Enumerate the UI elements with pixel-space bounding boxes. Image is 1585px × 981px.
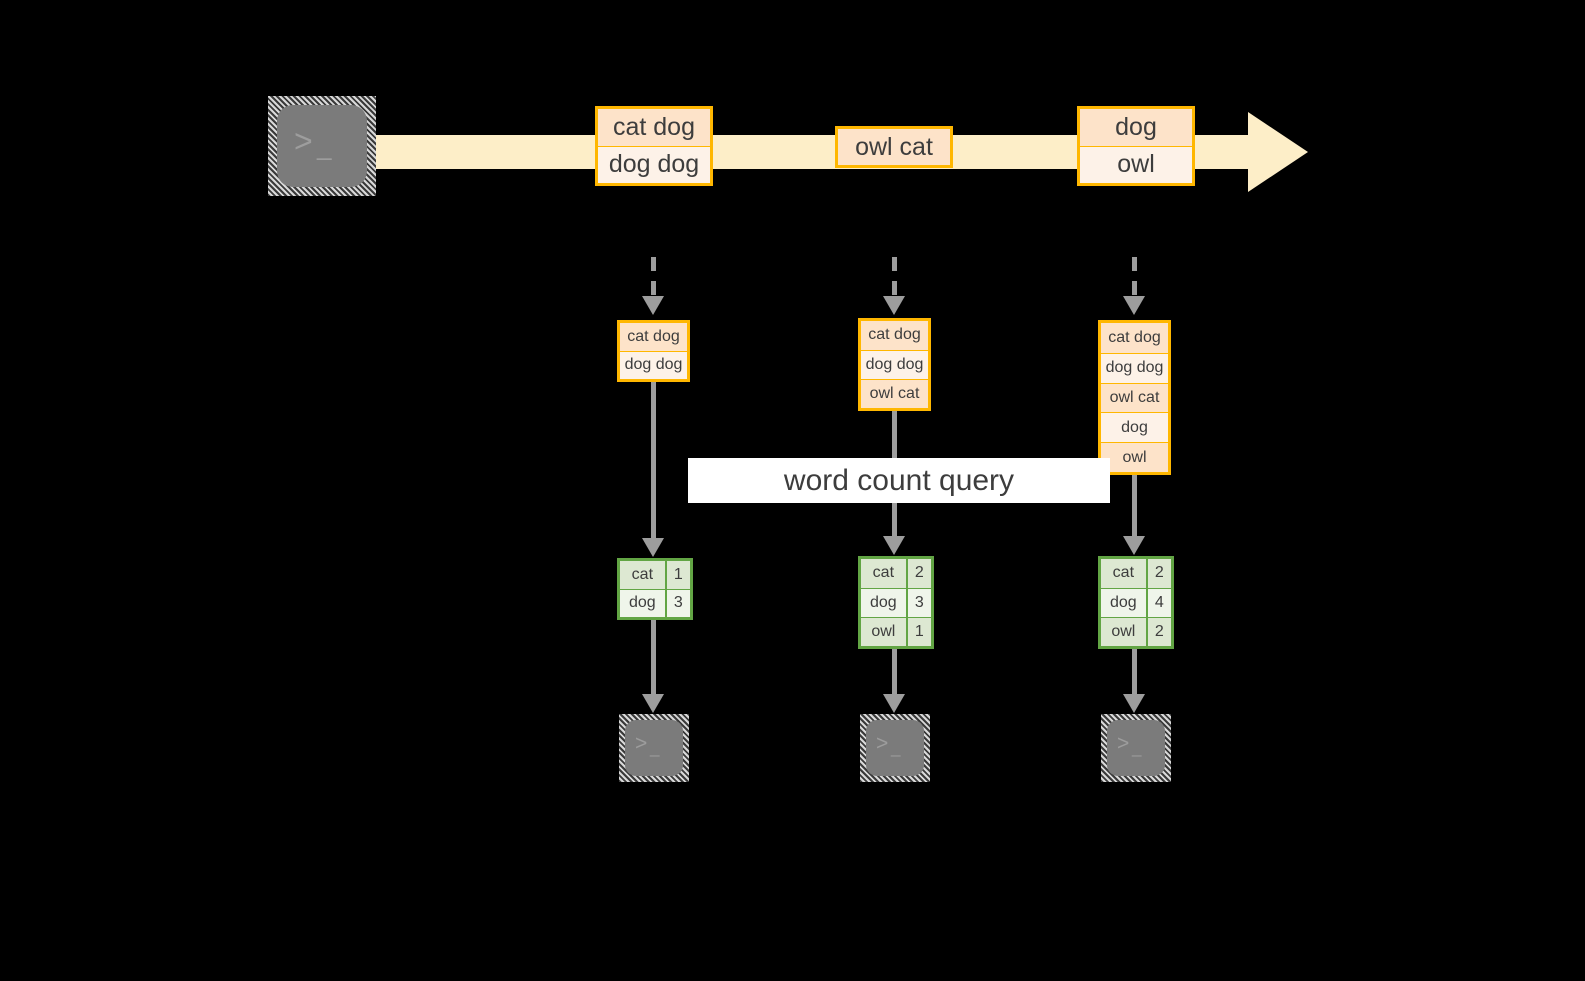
terminal-cursor-glyph: _	[1132, 738, 1142, 757]
sink-arrow-line-stage-3	[1132, 649, 1137, 696]
dashed-arrow-head-stage-2	[883, 296, 905, 315]
terminal-screen: > _	[277, 105, 367, 187]
sink-arrow-head-stage-3	[1123, 694, 1145, 713]
source-terminal-icon: > _	[268, 96, 376, 196]
input-row: cat dog	[1101, 323, 1168, 353]
dashed-arrow-line-stage-2	[892, 257, 897, 299]
stream-record-2[interactable]: owl cat	[835, 126, 953, 168]
sink-arrow-head-stage-2	[883, 694, 905, 713]
input-row: owl cat	[1101, 382, 1168, 413]
result-word: owl	[1101, 617, 1146, 646]
terminal-prompt-glyph: >	[635, 732, 648, 755]
query-arrow-head-stage-2	[883, 536, 905, 555]
query-arrow-line-stage-1	[651, 382, 656, 540]
table-row: cat 2	[861, 559, 931, 588]
query-label-text: word count query	[783, 463, 1015, 497]
result-word: owl	[861, 617, 906, 646]
sink-arrow-head-stage-1	[642, 694, 664, 713]
dashed-arrow-head-stage-1	[642, 296, 664, 315]
input-row: cat dog	[620, 323, 687, 351]
result-word: dog	[1101, 588, 1146, 617]
table-row: cat 1	[620, 561, 690, 589]
stage-2-result-table[interactable]: cat 2 dog 3 owl 1	[858, 556, 934, 649]
record-line: dog	[1080, 109, 1192, 146]
terminal-screen: > _	[625, 720, 683, 776]
dashed-arrow-head-stage-3	[1123, 296, 1145, 315]
table-row: cat 2	[1101, 559, 1171, 588]
dashed-arrow-line-stage-3	[1132, 257, 1137, 299]
stream-record-3[interactable]: dog owl	[1077, 106, 1195, 186]
result-word: cat	[1101, 559, 1146, 588]
record-line: owl	[1080, 145, 1192, 183]
dashed-arrow-line-stage-1	[651, 257, 656, 299]
record-line: owl cat	[838, 129, 950, 165]
query-arrow-head-stage-1	[642, 538, 664, 557]
input-row: dog dog	[620, 350, 687, 379]
query-label-band	[688, 458, 1110, 503]
stage-2-input-table[interactable]: cat dog dog dog owl cat	[858, 318, 931, 411]
terminal-cursor-glyph: _	[891, 738, 901, 757]
result-word: cat	[861, 559, 906, 588]
table-row: dog 3	[620, 588, 690, 617]
input-row: cat dog	[861, 321, 928, 350]
terminal-cursor-glyph: _	[317, 131, 332, 161]
terminal-prompt-glyph: >	[294, 123, 313, 159]
input-row: dog	[1101, 412, 1168, 443]
terminal-prompt-glyph: >	[1117, 732, 1130, 755]
stage-1-input-table[interactable]: cat dog dog dog	[617, 320, 690, 382]
input-row: owl	[1101, 442, 1168, 473]
table-row: owl 1	[861, 616, 931, 646]
sink-arrow-line-stage-1	[651, 620, 656, 696]
result-word: dog	[861, 588, 906, 617]
sink-arrow-line-stage-2	[892, 649, 897, 696]
result-count: 2	[905, 559, 931, 588]
input-row: dog dog	[861, 349, 928, 379]
result-count: 1	[664, 561, 690, 589]
result-count: 2	[1145, 559, 1171, 588]
stage-2-sink-terminal-icon: > _	[860, 714, 930, 782]
result-count: 3	[664, 589, 690, 617]
stream-record-1[interactable]: cat dog dog dog	[595, 106, 713, 186]
record-line: cat dog	[598, 109, 710, 146]
terminal-prompt-glyph: >	[876, 732, 889, 755]
table-row: dog 4	[1101, 587, 1171, 617]
query-arrow-line-stage-3	[1132, 475, 1137, 538]
stage-3-sink-terminal-icon: > _	[1101, 714, 1171, 782]
query-arrow-head-stage-3	[1123, 536, 1145, 555]
stage-3-result-table[interactable]: cat 2 dog 4 owl 2	[1098, 556, 1174, 649]
result-count: 4	[1145, 588, 1171, 617]
input-row: dog dog	[1101, 352, 1168, 383]
table-row: dog 3	[861, 587, 931, 617]
stream-arrowhead-icon	[1248, 112, 1308, 192]
result-count: 1	[905, 617, 931, 646]
stage-1-sink-terminal-icon: > _	[619, 714, 689, 782]
result-word: dog	[620, 589, 665, 617]
terminal-screen: > _	[1107, 720, 1165, 776]
result-count: 3	[905, 588, 931, 617]
table-row: owl 2	[1101, 616, 1171, 646]
input-row: owl cat	[861, 378, 928, 408]
terminal-cursor-glyph: _	[650, 738, 660, 757]
stage-3-input-table[interactable]: cat dog dog dog owl cat dog owl	[1098, 320, 1171, 475]
stage-1-result-table[interactable]: cat 1 dog 3	[617, 558, 693, 620]
result-count: 2	[1145, 617, 1171, 646]
result-word: cat	[620, 561, 665, 589]
terminal-screen: > _	[866, 720, 924, 776]
record-line: dog dog	[598, 145, 710, 183]
